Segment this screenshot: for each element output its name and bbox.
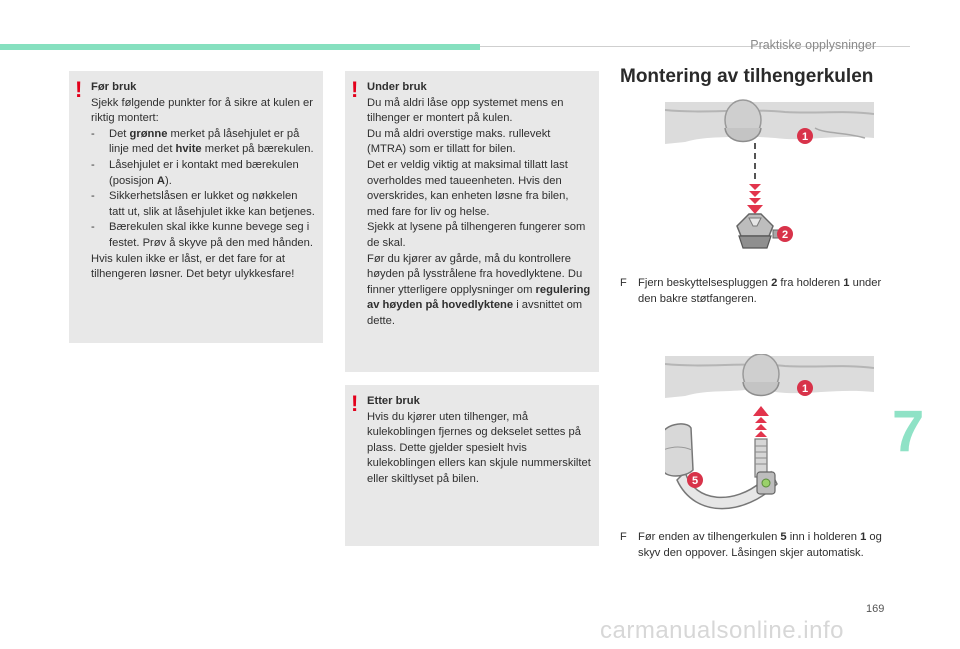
- warning-title: Etter bruk: [367, 395, 420, 407]
- warning-paragraph: Du må aldri låse opp systemet mens en ti…: [367, 96, 564, 125]
- warning-box-after-use: ! Etter bruk Hvis du kjører uten tilheng…: [345, 385, 599, 546]
- warning-title: Før bruk: [91, 81, 137, 93]
- watermark: carmanualsonline.info: [600, 617, 844, 644]
- figure-label: 1: [802, 383, 808, 395]
- instruction-step-2: F Før enden av tilhengerkulen 5 inn i ho…: [620, 531, 882, 559]
- section-title: Praktiske opplysninger: [750, 38, 876, 52]
- page-number: 169: [866, 603, 885, 615]
- list-item: - Bærekulen skal ikke kunne bevege seg i…: [91, 221, 313, 249]
- header-accent-bar: [0, 44, 480, 50]
- illustration-holder-plug: 1 2: [665, 98, 874, 262]
- page-title: Montering av tilhengerkulen: [620, 66, 874, 87]
- warning-outro: Hvis kulen ikke er låst, er det fare for…: [91, 252, 295, 281]
- instruction-step-1: F Fjern beskyttelsespluggen 2 fra holder…: [620, 277, 882, 305]
- warning-box-before-use: ! Før bruk Sjekk følgende punkter for å …: [69, 71, 323, 343]
- warning-paragraph: Sjekk at lysene på tilhengeren fungerer …: [367, 221, 586, 249]
- figure-remove-plug: 1 2: [665, 98, 874, 262]
- header-rule: [480, 46, 910, 47]
- warning-exclamation-icon: !: [75, 77, 83, 102]
- warning-paragraph: Hvis du kjører uten tilhenger, må kuleko…: [367, 410, 591, 485]
- figure-label: 5: [692, 475, 698, 487]
- warning-intro: Sjekk følgende punkter for å sikre at ku…: [91, 96, 313, 125]
- warning-paragraph: Før du kjører av gårde, må du kontroller…: [367, 252, 591, 327]
- list-item: - Sikkerhetslåsen er lukket og nøkkelen …: [91, 190, 315, 218]
- warning-title: Under bruk: [367, 81, 427, 93]
- chapter-number: 7: [892, 399, 925, 464]
- warning-exclamation-icon: !: [351, 391, 359, 416]
- warning-paragraph: Du må aldri overstige maks. rullevekt (M…: [367, 127, 551, 156]
- illustration-towball-insertion: 1 5: [665, 354, 874, 516]
- figure-label: 1: [802, 131, 808, 143]
- warning-box-during-use: ! Under bruk Du må aldri låse opp system…: [345, 71, 599, 372]
- list-item: - Låsehjulet er i kontakt med bærekulen …: [91, 158, 299, 187]
- bullet-marker: F: [620, 277, 627, 289]
- list-item: - Det grønne merket på låsehjulet er på …: [91, 127, 314, 156]
- warning-paragraph: Det er veldig viktig at maksimal tillatt…: [367, 158, 569, 218]
- figure-insert-towball: 1 5: [665, 354, 874, 516]
- figure-label: 2: [782, 229, 788, 241]
- bullet-marker: F: [620, 531, 627, 543]
- warning-exclamation-icon: !: [351, 77, 359, 102]
